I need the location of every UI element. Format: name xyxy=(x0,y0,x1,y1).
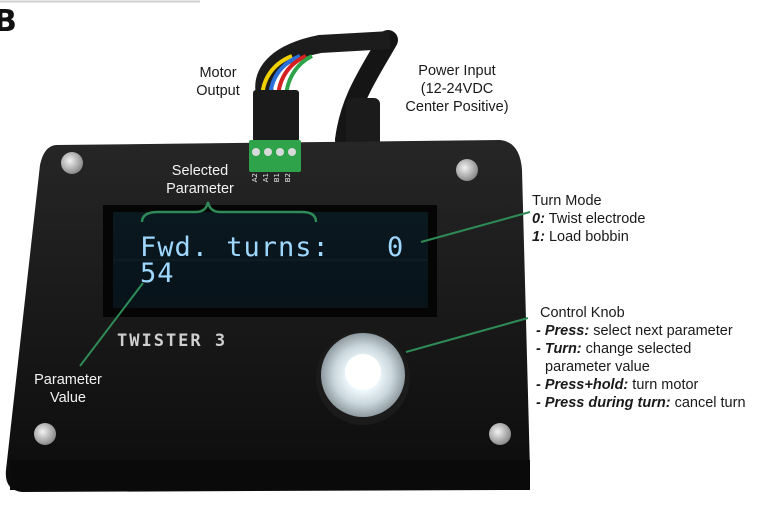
control-knob-annotation: Control Knob - Press: select next parame… xyxy=(536,305,746,411)
screw-bottom-left xyxy=(34,423,56,445)
terminal-block xyxy=(249,140,301,172)
motor-output-label: Motor Output xyxy=(196,65,240,99)
selected-parameter-brace xyxy=(140,201,318,223)
turn-mode-option: 0: Twist electrode xyxy=(532,211,646,227)
lcd-line-1-param: Fwd. turns: xyxy=(140,232,330,263)
motor-connector-housing xyxy=(253,90,299,142)
terminal-screws xyxy=(252,148,296,156)
control-knob-item: - Press+hold: turn motor xyxy=(536,377,699,393)
pin-label: B1 xyxy=(273,173,281,183)
pin-label: B2 xyxy=(284,173,292,183)
screw-top-right xyxy=(456,159,478,181)
lcd-line-2-value: 54 xyxy=(140,258,175,289)
parameter-value-leader xyxy=(79,282,144,367)
power-plug xyxy=(346,98,380,148)
terminal-pin-labels: A2 A1 B1 B2 xyxy=(251,173,292,182)
turn-mode-leader xyxy=(420,211,531,243)
pin-label: A1 xyxy=(262,173,270,183)
device-brand: TWISTER 3 xyxy=(117,331,228,351)
control-knob-item: - Press: select next parameter xyxy=(536,323,733,339)
turn-mode-option: 1: Load bobbin xyxy=(532,229,629,245)
screw-top-left xyxy=(61,152,83,174)
panel-letter: B xyxy=(0,4,17,39)
knob-led xyxy=(345,354,381,390)
parameter-value-label: Parameter Value xyxy=(34,372,102,406)
enclosure-base xyxy=(10,460,530,490)
control-knob-leader xyxy=(405,317,529,353)
power-input-label: Power Input (12-24VDC Center Positive) xyxy=(405,63,509,115)
control-knob-item: - Turn: change selected xyxy=(536,341,692,357)
lcd-line-1-mode: 0 xyxy=(387,232,405,263)
screw-bottom-right xyxy=(489,423,511,445)
control-knob-item: - Press during turn: cancel turn xyxy=(536,395,746,411)
control-knob-item: parameter value xyxy=(545,359,650,375)
pin-label: A2 xyxy=(251,173,259,183)
turn-mode-annotation: Turn Mode 0: Twist electrode 1: Load bob… xyxy=(532,193,646,245)
selected-parameter-label: Selected Parameter xyxy=(166,163,234,197)
